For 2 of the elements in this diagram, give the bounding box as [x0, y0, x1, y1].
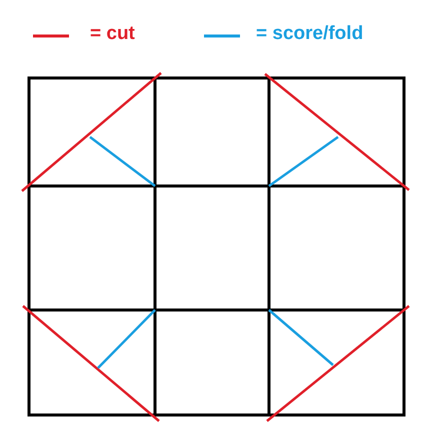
- legend-text: = score/fold: [256, 24, 364, 43]
- legend-text: = cut: [90, 24, 135, 43]
